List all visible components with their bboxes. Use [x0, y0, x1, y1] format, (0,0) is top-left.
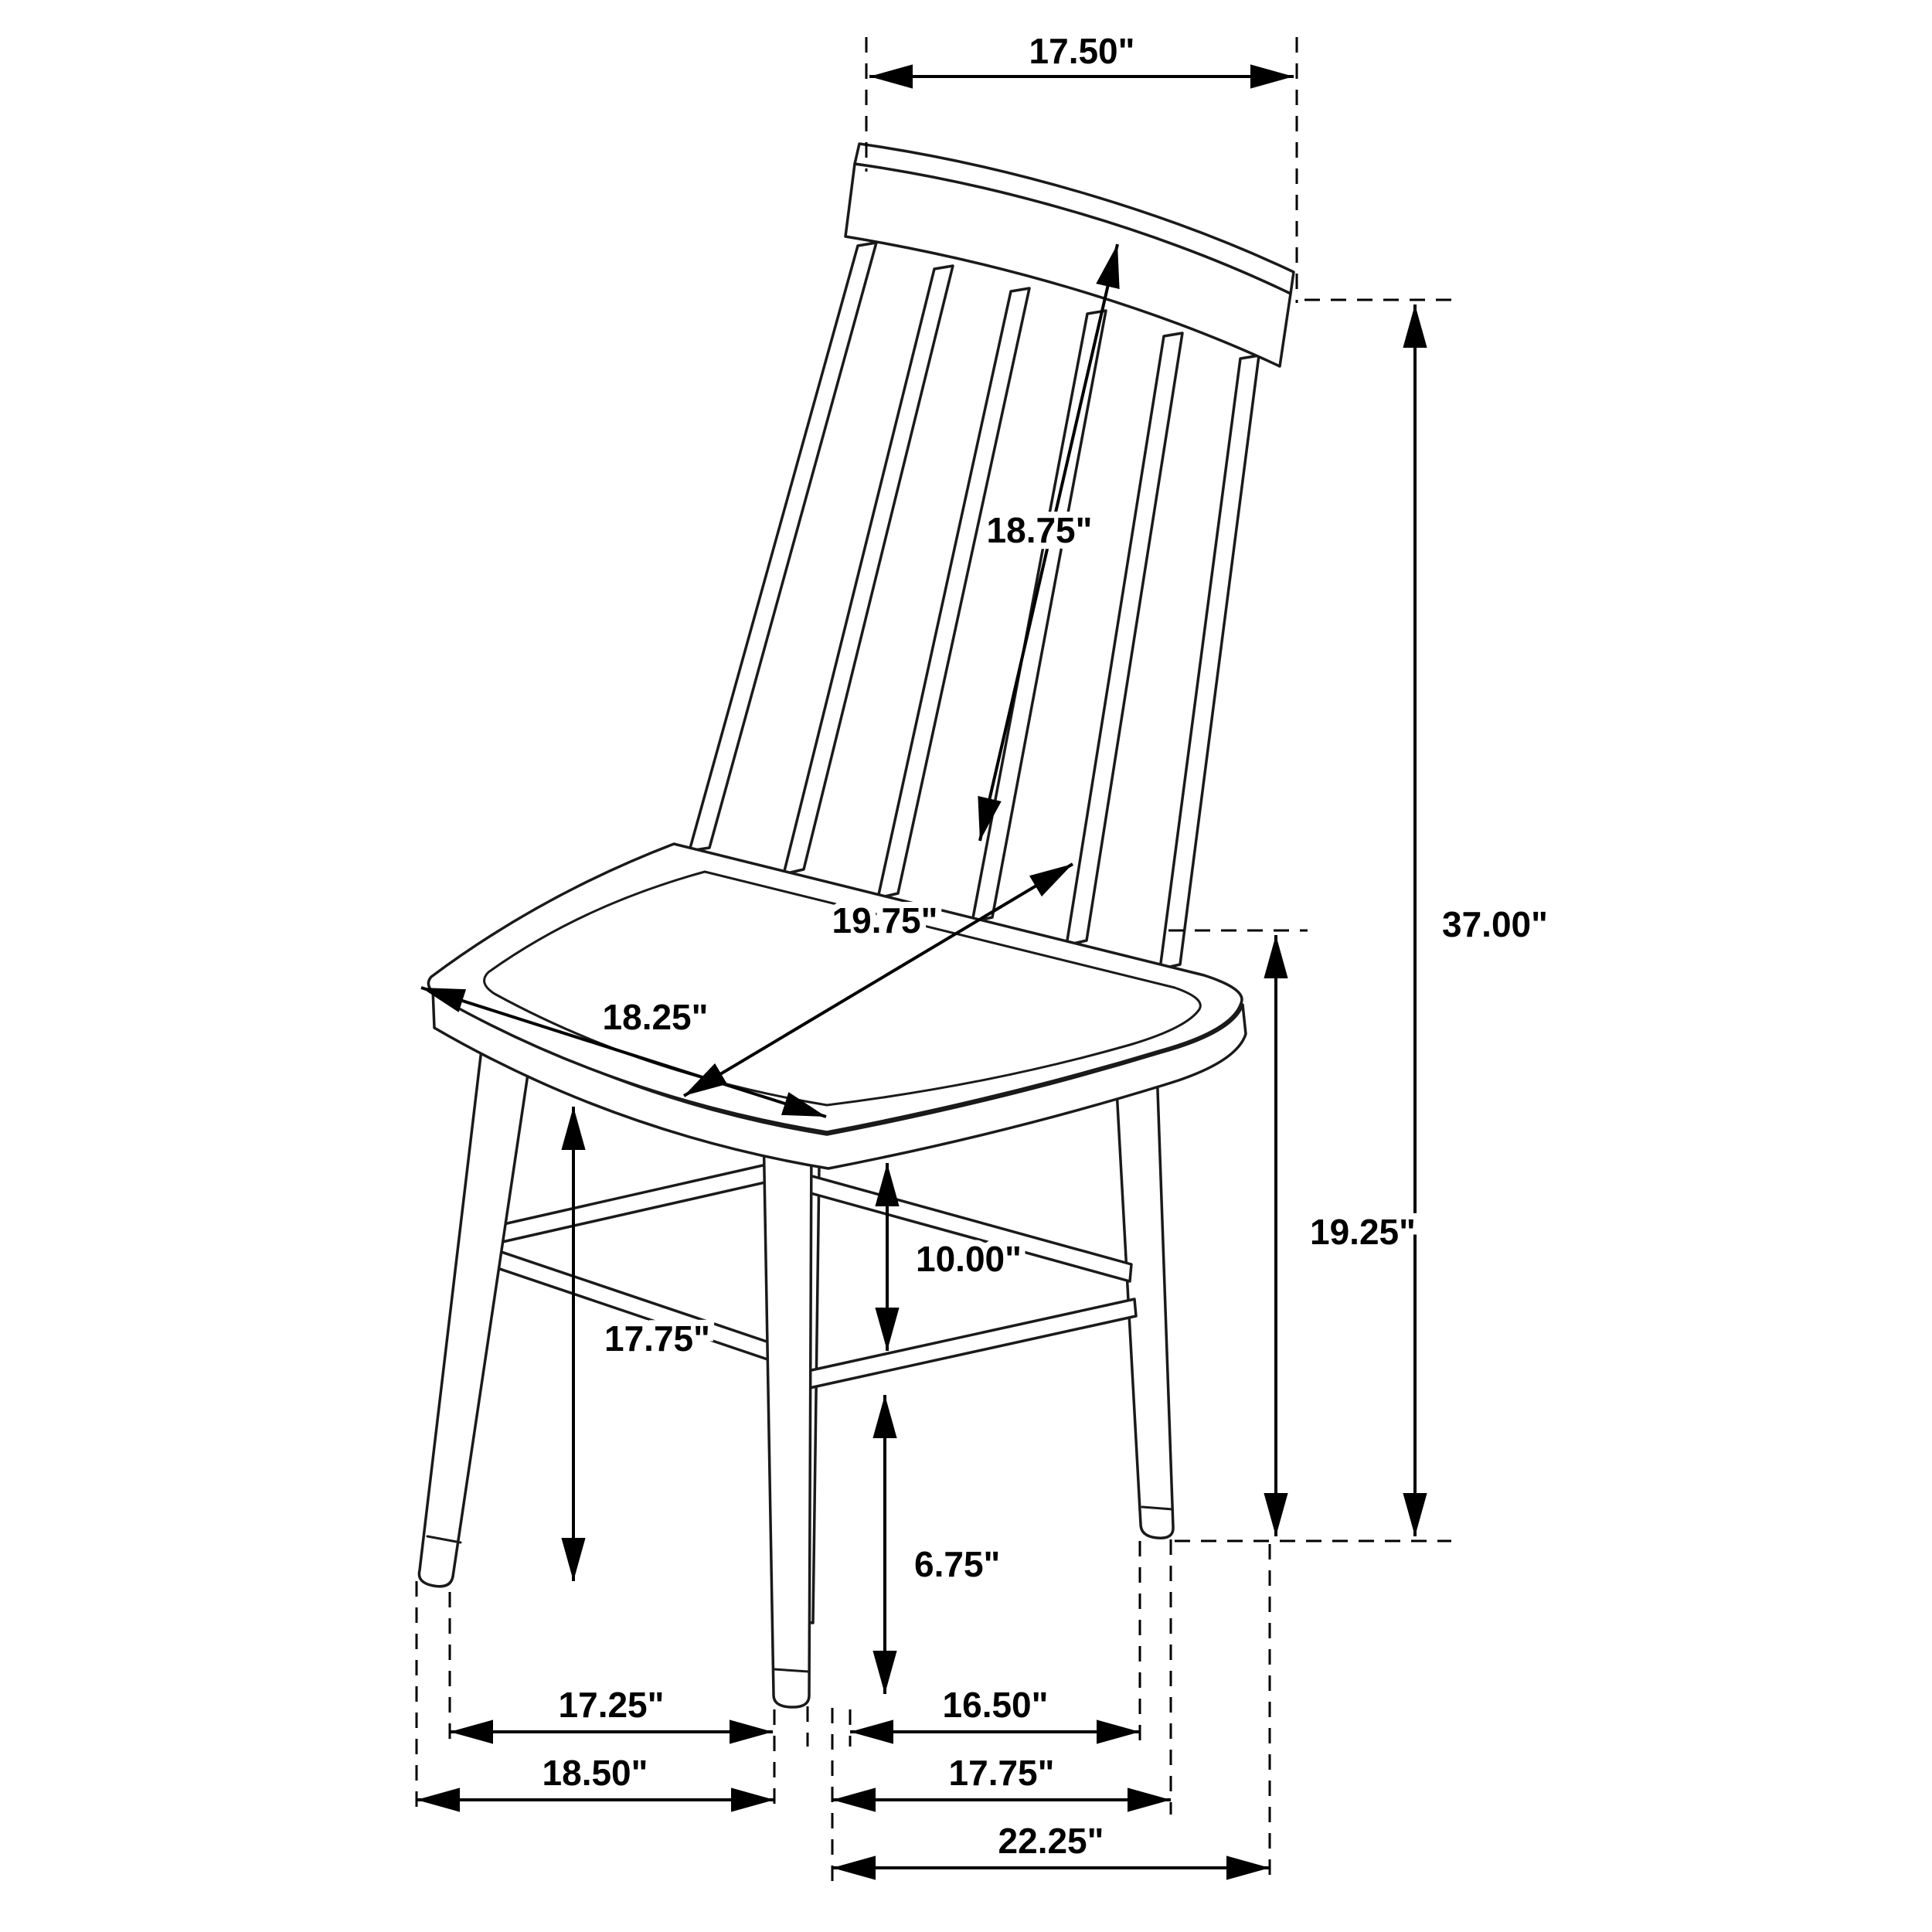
extension-lines: [415, 37, 1451, 1883]
dimension-label-back-length: 18.75": [987, 510, 1093, 550]
dimension-lines: 17.50" 18.75" 37.00" 19.75" 18.25" 19.25: [417, 25, 1554, 1880]
dimension-front-width-outer: 18.50": [417, 1747, 774, 1812]
dimension-label-front-width-inner: 17.25": [559, 1685, 665, 1725]
dimension-side-depth-inner: 16.50": [850, 1679, 1140, 1744]
dimension-arrow: [978, 243, 1120, 842]
front-left-foot-line: [426, 1535, 462, 1544]
dimension-stretcher-to-floor: 6.75": [872, 1395, 1006, 1694]
dimension-label-front-width-outer: 18.50": [543, 1753, 648, 1793]
dimension-overall-height: 37.00": [1403, 304, 1554, 1536]
dimension-seat-height: 19.25": [1264, 935, 1422, 1536]
dimension-overall-depth: 22.25": [832, 1815, 1270, 1880]
dimension-label-overall-height: 37.00": [1442, 904, 1548, 944]
dimension-side-depth-outer: 17.75": [832, 1747, 1171, 1812]
front-right-foot-line: [773, 1668, 810, 1673]
front-right-leg: [762, 1127, 813, 1709]
dimension-label-overall-depth: 22.25": [998, 1821, 1104, 1861]
dimension-back-length: 18.75": [978, 243, 1120, 842]
dimension-seat-clearance: 17.75": [561, 1107, 716, 1581]
dimension-label-side-depth-outer: 17.75": [949, 1753, 1055, 1793]
dimension-label-seat-to-stretcher: 10.00": [916, 1239, 1022, 1279]
back-slat: [688, 241, 878, 852]
back-slat: [1158, 354, 1260, 971]
dimension-label-seat-diagonal-depth: 19.75": [832, 900, 938, 940]
dimension-label-seat-clearance: 17.75": [604, 1318, 710, 1359]
dimension-label-side-depth-inner: 16.50": [943, 1685, 1049, 1725]
dimension-front-width-inner: 17.25": [450, 1679, 773, 1744]
dimension-seat-to-stretcher: 10.00": [875, 1163, 1028, 1351]
front-left-leg: [417, 1015, 536, 1588]
dimension-arrow: [420, 986, 827, 1118]
dimension-seat-width: 18.25": [420, 986, 827, 1118]
dimension-label-seat-width: 18.25": [603, 997, 709, 1037]
dimension-label-seat-height: 19.25": [1310, 1212, 1416, 1252]
rear-right-leg: [1110, 991, 1175, 1539]
dimension-label-crest-width: 17.50": [1029, 31, 1135, 71]
dimension-label-stretcher-to-floor: 6.75": [914, 1544, 1000, 1584]
dimension-crest-width: 17.50": [869, 25, 1294, 89]
rear-right-foot-line: [1141, 1505, 1174, 1511]
